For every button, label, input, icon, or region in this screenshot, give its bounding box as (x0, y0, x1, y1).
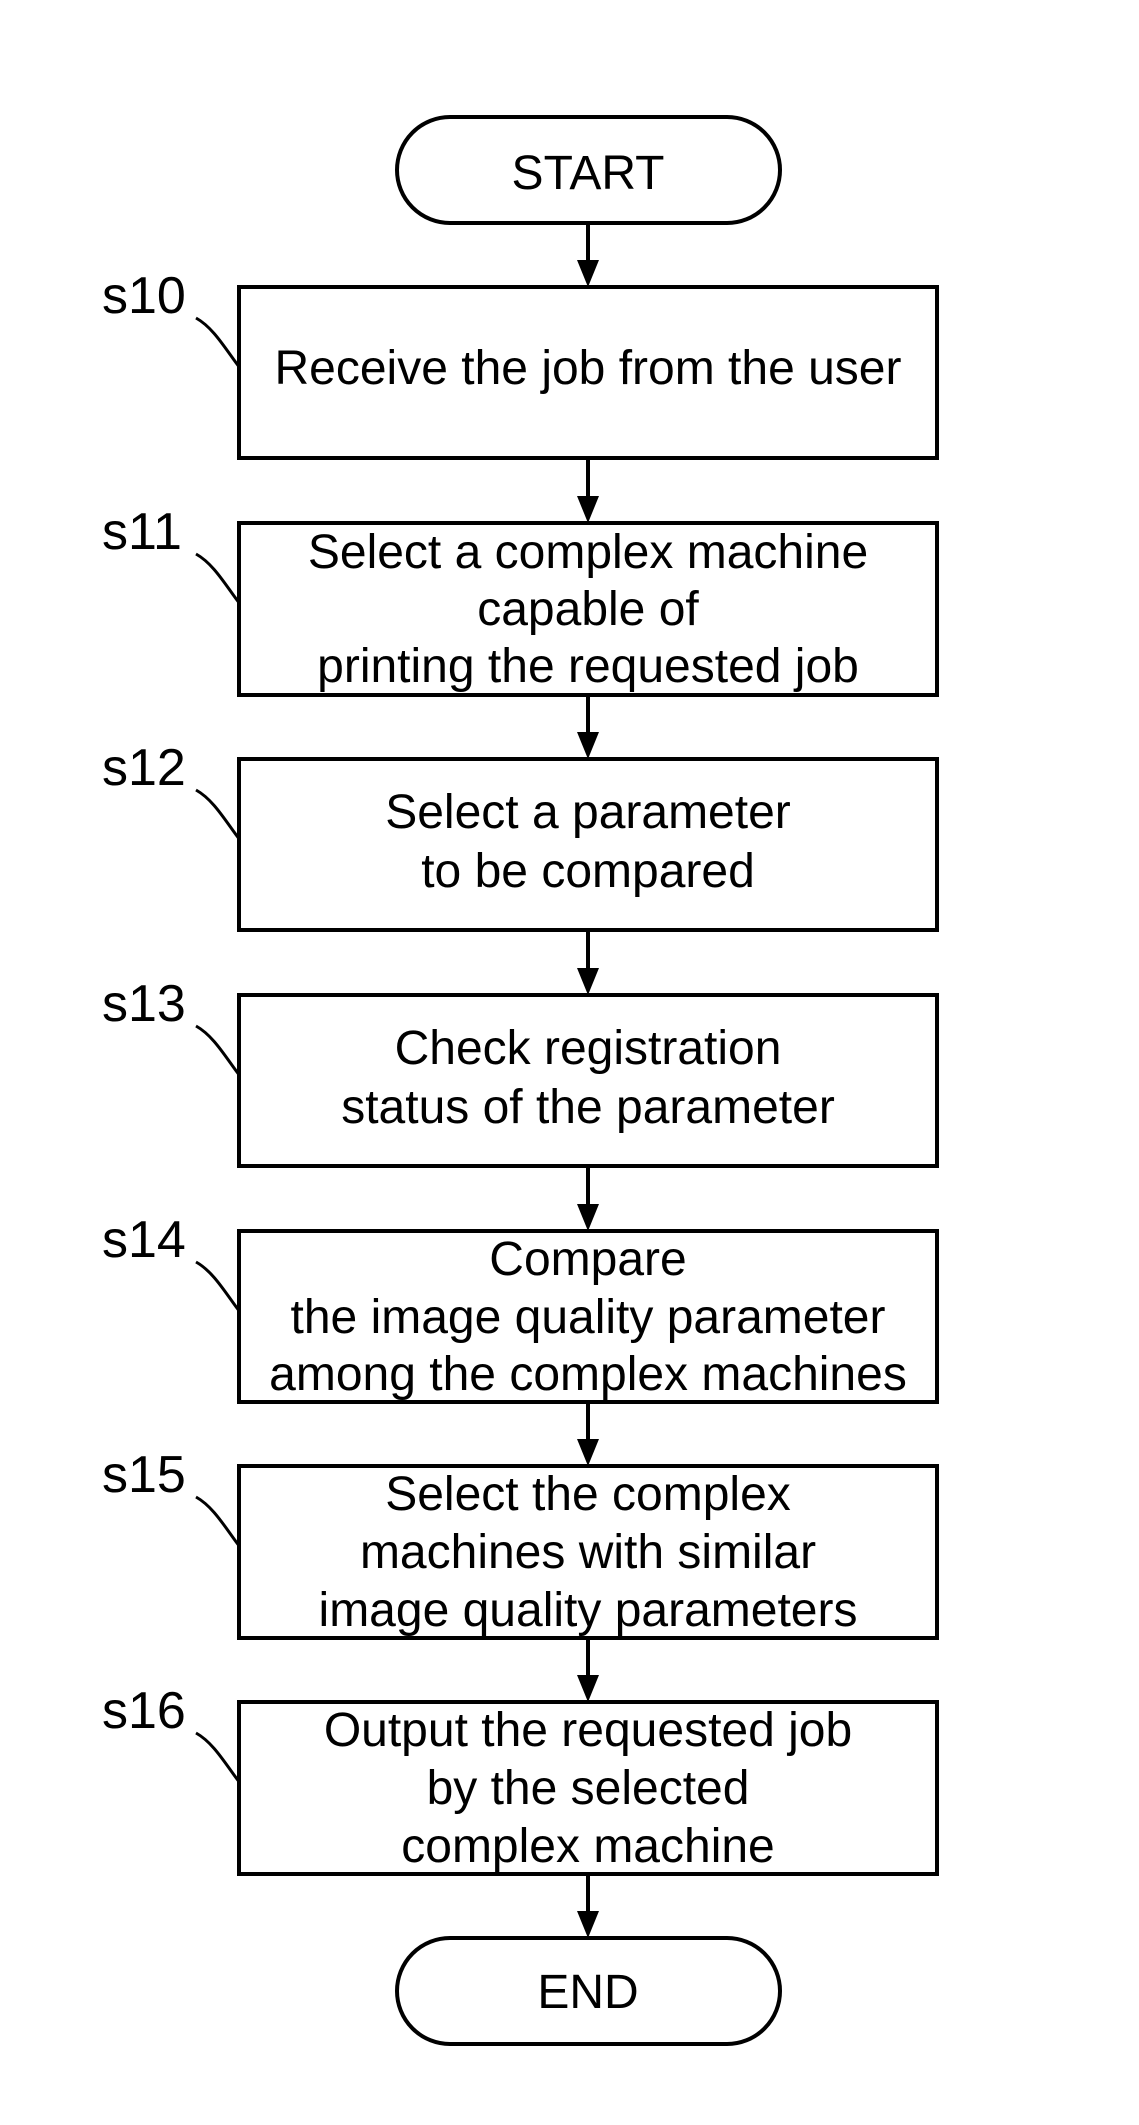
arrow-head (577, 968, 599, 995)
step-id-label: s16 (102, 1682, 186, 1740)
arrow-s10-to-s11 (577, 458, 599, 523)
arrow-s16-to-end (577, 1874, 599, 1938)
step-text-line: Select a parameter (385, 786, 791, 839)
step-text-line: status of the parameter (341, 1081, 835, 1134)
step-id-label: s14 (102, 1211, 186, 1269)
arrow-head (577, 496, 599, 523)
leader-line (196, 1497, 240, 1547)
arrow-s12-to-s13 (577, 930, 599, 995)
step-text-line: Compare (489, 1233, 686, 1286)
arrow-head (577, 732, 599, 759)
step-text-line: capable of (477, 583, 699, 636)
step-text-line: complex machine (401, 1820, 775, 1873)
process-step-s11: s11 Select a complex machine capable of … (102, 503, 937, 695)
leader-line (196, 1262, 240, 1312)
step-id-label: s10 (102, 267, 186, 325)
arrow-s13-to-s14 (577, 1166, 599, 1231)
arrow-head (577, 1675, 599, 1702)
step-id-label: s12 (102, 739, 186, 797)
step-id-label: s13 (102, 975, 186, 1033)
arrow-head (577, 260, 599, 287)
arrow-head (577, 1911, 599, 1938)
process-step-s14: s14 Compare the image quality parameter … (102, 1211, 937, 1402)
process-step-s16: s16 Output the requested job by the sele… (102, 1682, 937, 1874)
arrow-head (577, 1204, 599, 1231)
end-label: END (537, 1966, 638, 2019)
leader-line (196, 554, 240, 604)
step-text-line: the image quality parameter (291, 1291, 886, 1344)
arrow-s11-to-s12 (577, 695, 599, 759)
arrow-head (577, 1439, 599, 1466)
step-text-line: image quality parameters (319, 1584, 858, 1637)
end-terminal: END (397, 1938, 780, 2044)
start-label: START (512, 147, 665, 200)
process-step-s12: s12 Select a parameter to be compared (102, 739, 937, 930)
process-step-s10: s10 Receive the job from the user (102, 267, 937, 458)
step-text-line: Output the requested job (324, 1704, 852, 1757)
step-text-line: printing the requested job (317, 640, 859, 693)
step-text-line: Select the complex (385, 1468, 791, 1521)
start-terminal: START (397, 117, 780, 223)
process-step-s13: s13 Check registration status of the par… (102, 975, 937, 1166)
step-text-line: to be compared (421, 845, 755, 898)
arrow-start-to-s10 (577, 223, 599, 287)
step-text-line: machines with similar (360, 1526, 816, 1579)
step-text-line: Receive the job from the user (275, 342, 902, 395)
step-text-line: Select a complex machine (308, 526, 868, 579)
step-text-line: by the selected (427, 1762, 750, 1815)
step-id-label: s15 (102, 1446, 186, 1504)
arrow-s15-to-s16 (577, 1638, 599, 1702)
arrow-s14-to-s15 (577, 1402, 599, 1466)
step-text-line: among the complex machines (269, 1348, 907, 1401)
step-id-label: s11 (102, 503, 182, 561)
leader-line (196, 1733, 240, 1783)
leader-line (196, 1026, 240, 1076)
step-text-line: Check registration (395, 1022, 782, 1075)
process-step-s15: s15 Select the complex machines with sim… (102, 1446, 937, 1638)
leader-line (196, 790, 240, 840)
leader-line (196, 318, 240, 368)
